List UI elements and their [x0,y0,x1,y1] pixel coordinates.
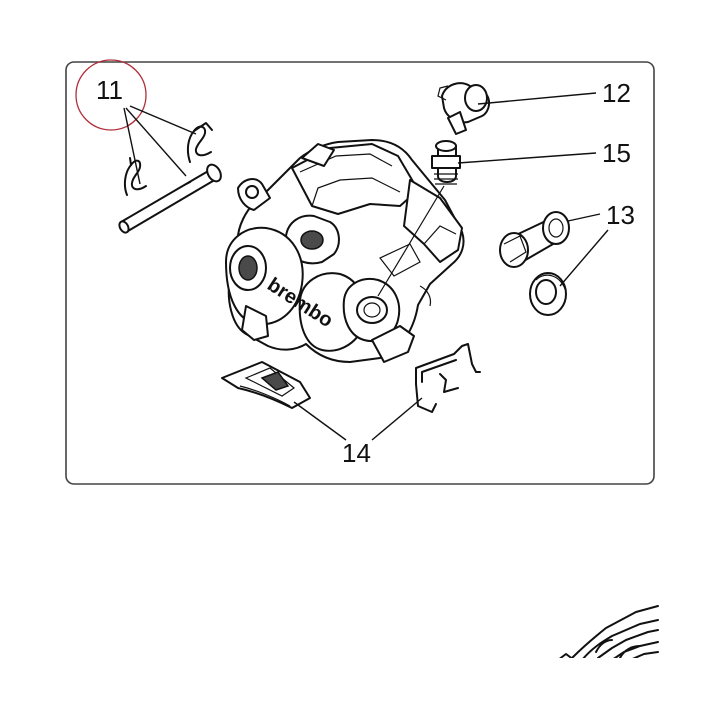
callout-14: 14 [342,438,371,468]
partial-next-figure [540,605,660,662]
part-13-plug-seal [499,211,570,316]
callout-12: 12 [602,78,631,108]
part-15-bleed-screw [377,140,461,297]
callout-13: 13 [606,200,635,230]
part-11-clip-pin [118,122,222,234]
callout-11: 11 [96,75,123,105]
highlight-circle [75,59,147,131]
callout-15: 15 [602,138,631,168]
part-12-bleed-cap [437,82,490,135]
brake-caliper-body: brembo [225,139,465,363]
leader-lines [123,92,609,441]
part-14-pad-springs [221,343,481,413]
